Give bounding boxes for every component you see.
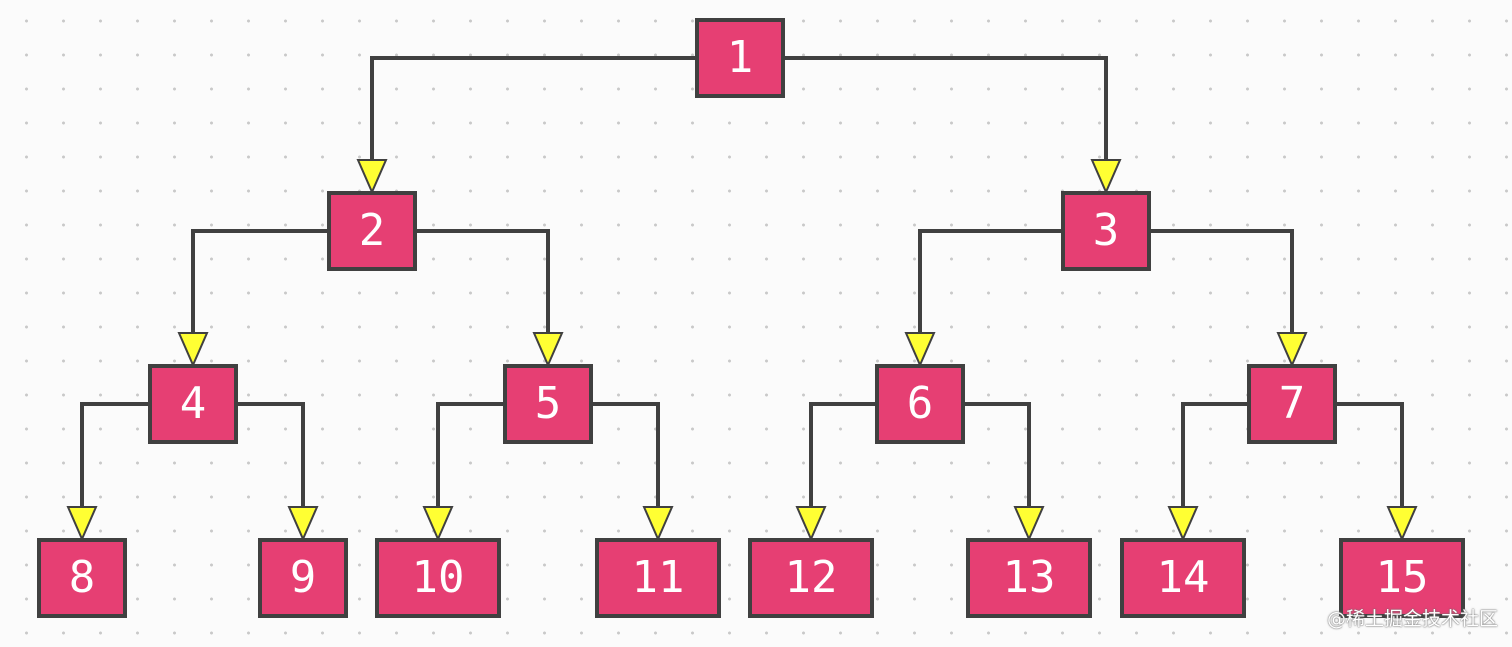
- node-label: 14: [1157, 552, 1210, 603]
- arrowhead-n11: [642, 506, 674, 542]
- node-11: 11: [595, 538, 721, 618]
- node-12: 12: [748, 538, 874, 618]
- node-box: [503, 364, 593, 444]
- node-label: 15: [1376, 552, 1429, 603]
- node-5: 5: [503, 364, 593, 444]
- edge-n1-n3: [783, 56, 1108, 160]
- node-14: 14: [1120, 538, 1246, 618]
- node-label: 11: [632, 552, 685, 603]
- arrowhead-n8: [66, 506, 98, 542]
- node-label: 5: [535, 378, 562, 429]
- node-label: 10: [412, 552, 465, 603]
- edge-n4-n9: [236, 402, 305, 507]
- arrowhead-n9: [287, 506, 319, 542]
- node-box: [375, 538, 501, 618]
- node-label: 1: [727, 32, 754, 83]
- node-label: 3: [1093, 205, 1120, 256]
- node-label: 9: [290, 552, 317, 603]
- arrowhead-n12: [795, 506, 827, 542]
- node-box: [148, 364, 238, 444]
- edge-n7-n15: [1335, 402, 1404, 507]
- edge-n6-n12: [809, 402, 877, 507]
- node-4: 4: [148, 364, 238, 444]
- arrowhead-n7: [1276, 332, 1308, 368]
- node-13: 13: [966, 538, 1092, 618]
- node-box: [748, 538, 874, 618]
- arrowhead-n3: [1090, 159, 1122, 195]
- edge-n3-n6: [918, 229, 1063, 333]
- watermark-text: @稀土掘金技术社区: [1326, 608, 1498, 630]
- arrowhead-n2: [356, 159, 388, 195]
- edge-n3-n7: [1149, 229, 1294, 333]
- arrowhead-n13: [1013, 506, 1045, 542]
- node-6: 6: [875, 364, 965, 444]
- edge-n1-n2: [370, 56, 697, 160]
- node-2: 2: [327, 191, 417, 271]
- node-box: [258, 538, 348, 618]
- node-box: [1247, 364, 1337, 444]
- node-box: [966, 538, 1092, 618]
- node-label: 13: [1003, 552, 1056, 603]
- edge-n2-n4: [191, 229, 329, 333]
- node-box: [1061, 191, 1151, 271]
- node-box: [327, 191, 417, 271]
- arrowhead-n6: [904, 332, 936, 368]
- node-9: 9: [258, 538, 348, 618]
- node-label: 7: [1279, 378, 1306, 429]
- node-label: 6: [907, 378, 934, 429]
- edge-n5-n10: [436, 402, 505, 507]
- node-7: 7: [1247, 364, 1337, 444]
- arrowhead-n5: [532, 332, 564, 368]
- edge-n5-n11: [591, 402, 660, 507]
- node-label: 8: [69, 552, 96, 603]
- edges-layer: [66, 56, 1418, 542]
- edge-n6-n13: [963, 402, 1031, 507]
- node-10: 10: [375, 538, 501, 618]
- node-label: 12: [785, 552, 838, 603]
- arrowhead-n10: [422, 506, 454, 542]
- edge-n4-n8: [80, 402, 150, 507]
- node-box: [875, 364, 965, 444]
- edge-n2-n5: [415, 229, 550, 333]
- node-box: [695, 18, 785, 98]
- node-label: 2: [359, 205, 386, 256]
- node-3: 3: [1061, 191, 1151, 271]
- node-label: 4: [180, 378, 207, 429]
- arrowhead-n4: [177, 332, 209, 368]
- edge-n7-n14: [1181, 402, 1249, 507]
- arrowhead-n15: [1386, 506, 1418, 542]
- node-box: [37, 538, 127, 618]
- node-box: [1339, 538, 1465, 618]
- node-8: 8: [37, 538, 127, 618]
- node-box: [1120, 538, 1246, 618]
- node-15: 15: [1339, 538, 1465, 618]
- arrowhead-n14: [1167, 506, 1199, 542]
- node-1: 1: [695, 18, 785, 98]
- node-box: [595, 538, 721, 618]
